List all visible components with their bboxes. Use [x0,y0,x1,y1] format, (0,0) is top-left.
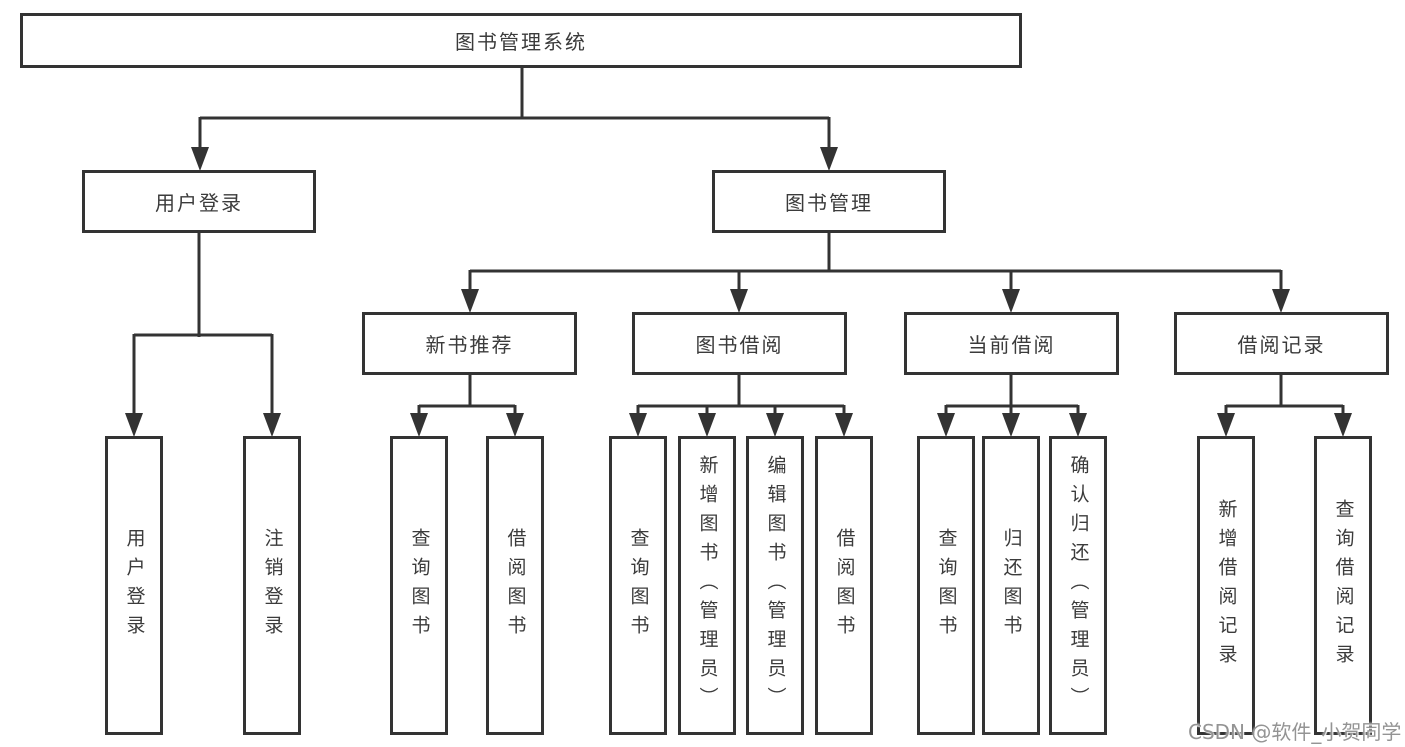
node-label: 新书推荐 [425,333,514,357]
leaf-borrow-books: 借阅图书 [815,436,873,735]
leaf-label: 借阅图书 [833,527,856,644]
leaf-borrow-books-recommend: 借阅图书 [486,436,544,735]
leaf-return-book: 归还图书 [982,436,1040,735]
leaf-add-book-admin: 新增图书（管理员） [678,436,736,735]
node-label: 当前借阅 [967,333,1056,357]
leaf-label: 确认归还（管理员） [1067,455,1090,716]
node-label: 用户登录 [155,191,243,215]
leaf-label: 新增图书（管理员） [696,455,719,716]
node-book-management: 图书管理 [712,170,946,233]
leaf-label: 编辑图书（管理员） [764,455,787,716]
leaf-label: 查询图书 [408,527,431,644]
leaf-query-books-borrow: 查询图书 [609,436,667,735]
leaf-query-books-current: 查询图书 [917,436,975,735]
leaf-label: 查询图书 [935,527,958,644]
node-user-login: 用户登录 [82,170,316,233]
node-label: 图书管理 [785,191,873,215]
leaf-edit-book-admin: 编辑图书（管理员） [746,436,804,735]
node-library-management-system: 图书管理系统 [20,13,1022,68]
csdn-watermark: CSDN @软件_小贺同学 [1188,720,1402,744]
leaf-logout-login: 注销登录 [243,436,301,735]
leaf-label: 注销登录 [261,527,284,644]
leaf-label: 归还图书 [1000,527,1023,644]
leaf-label: 用户登录 [123,527,146,644]
leaf-user-login: 用户登录 [105,436,163,735]
leaf-query-books-recommend: 查询图书 [390,436,448,735]
node-label: 图书管理系统 [455,30,587,54]
leaf-confirm-return-admin: 确认归还（管理员） [1049,436,1107,735]
node-book-borrow: 图书借阅 [632,312,847,375]
node-label: 图书借阅 [695,333,784,357]
leaf-query-borrow-record: 查询借阅记录 [1314,436,1372,735]
leaf-add-borrow-record: 新增借阅记录 [1197,436,1255,735]
node-label: 借阅记录 [1237,333,1326,357]
leaf-label: 新增借阅记录 [1215,498,1238,673]
node-current-borrow: 当前借阅 [904,312,1119,375]
node-borrow-records: 借阅记录 [1174,312,1389,375]
leaf-label: 查询图书 [627,527,650,644]
leaf-label: 借阅图书 [504,527,527,644]
leaf-label: 查询借阅记录 [1332,498,1355,673]
node-new-book-recommend: 新书推荐 [362,312,577,375]
